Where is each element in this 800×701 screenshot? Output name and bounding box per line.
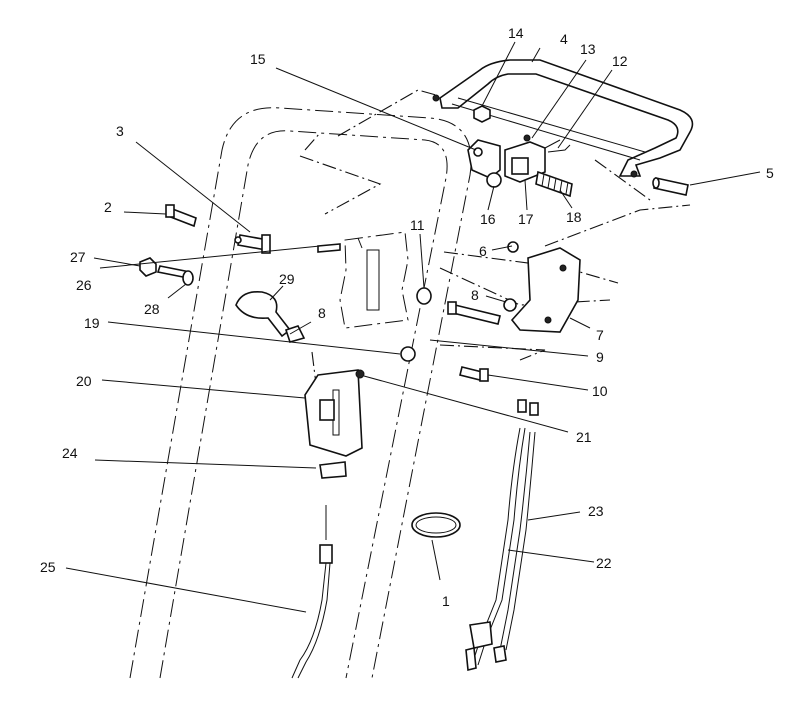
cables-22-23 [465, 399, 539, 672]
callout-18: 18 [566, 209, 582, 225]
callout-9: 9 [596, 349, 604, 365]
callout-5: 5 [766, 165, 774, 181]
handle-grip [235, 290, 306, 343]
clip-24 [319, 461, 347, 479]
callout-20: 20 [76, 373, 92, 389]
callout-24: 24 [62, 445, 78, 461]
callout-19: 19 [84, 315, 100, 331]
washer-19 [400, 346, 416, 362]
washer-11 [416, 287, 432, 305]
bracket-7 [503, 241, 581, 333]
callout-28: 28 [144, 301, 160, 317]
callout-6: 6 [479, 243, 487, 259]
bolt-9 [447, 301, 501, 325]
callout-4: 4 [560, 31, 568, 47]
callout-11: 11 [410, 217, 425, 233]
callout-21: 21 [576, 429, 592, 445]
control-plate [304, 369, 365, 457]
callout-14: 14 [508, 25, 524, 41]
slotted-plate [339, 231, 409, 329]
callout-25: 25 [40, 559, 56, 575]
callout-8-right: 8 [471, 287, 479, 303]
callout-labels: 1 2 3 4 5 6 7 8 8 9 10 11 12 13 14 15 16… [40, 25, 774, 609]
callout-26: 26 [76, 277, 92, 293]
callout-7: 7 [596, 327, 604, 343]
pin [652, 177, 689, 196]
callout-10: 10 [592, 383, 608, 399]
callout-22: 22 [596, 555, 612, 571]
callout-27: 27 [70, 249, 86, 265]
cable-tie [411, 512, 461, 538]
callout-17: 17 [518, 211, 534, 227]
bolt-10 [459, 366, 489, 382]
callout-29: 29 [279, 271, 295, 287]
callout-1: 1 [442, 593, 450, 609]
callout-2: 2 [104, 199, 112, 215]
callout-13: 13 [580, 41, 596, 57]
cable-25 [291, 505, 333, 679]
spring [535, 170, 573, 198]
callout-8-left: 8 [318, 305, 326, 321]
callout-15: 15 [250, 51, 266, 67]
callout-16: 16 [480, 211, 496, 227]
callout-3: 3 [116, 123, 124, 139]
nut-14 [473, 105, 491, 123]
left-hardware [139, 204, 341, 286]
callout-12: 12 [612, 53, 628, 69]
leader-lines [65, 41, 761, 613]
callout-23: 23 [588, 503, 604, 519]
